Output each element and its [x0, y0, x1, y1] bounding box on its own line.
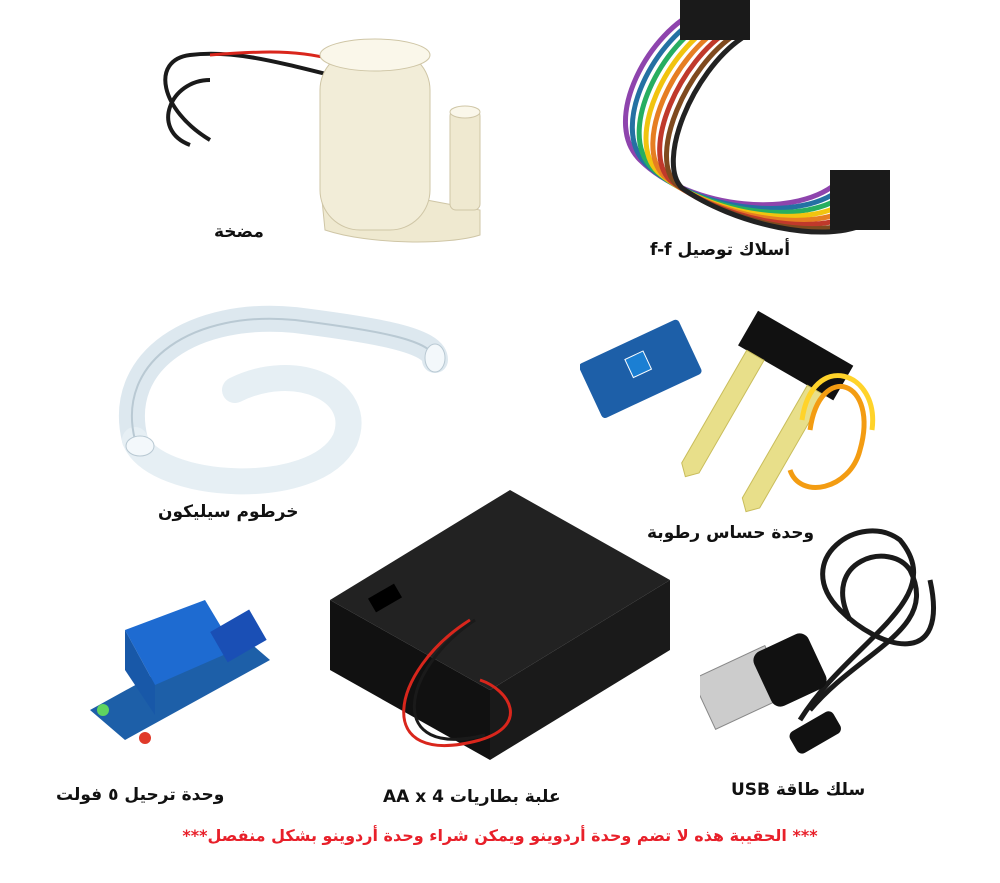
pump-image	[150, 20, 510, 250]
silicone-hose-image	[115, 300, 455, 500]
footer-note: *** الحقيبة هذه لا تضم وحدة أردوينو ويمك…	[182, 826, 818, 845]
relay-module-image	[85, 590, 275, 760]
usb-cable-image	[700, 520, 960, 760]
silicone-hose-label: خرطوم سيليكون	[158, 502, 299, 522]
moisture-sensor-image	[580, 300, 900, 520]
battery-holder-label: علبة بطاريات AA x 4	[383, 787, 561, 807]
moisture-sensor-label: وحدة حساس رطوبة	[647, 523, 815, 543]
jumper-wires-image	[600, 0, 930, 250]
usb-cable-label: سلك طاقة USB	[731, 780, 866, 800]
jumper-wires-label: أسلاك توصيل f-f	[650, 240, 791, 260]
pump-label: مضخة	[214, 222, 264, 242]
battery-holder-image	[330, 490, 675, 770]
relay-module-label: وحدة ترحيل ٥ فولت	[56, 785, 225, 805]
